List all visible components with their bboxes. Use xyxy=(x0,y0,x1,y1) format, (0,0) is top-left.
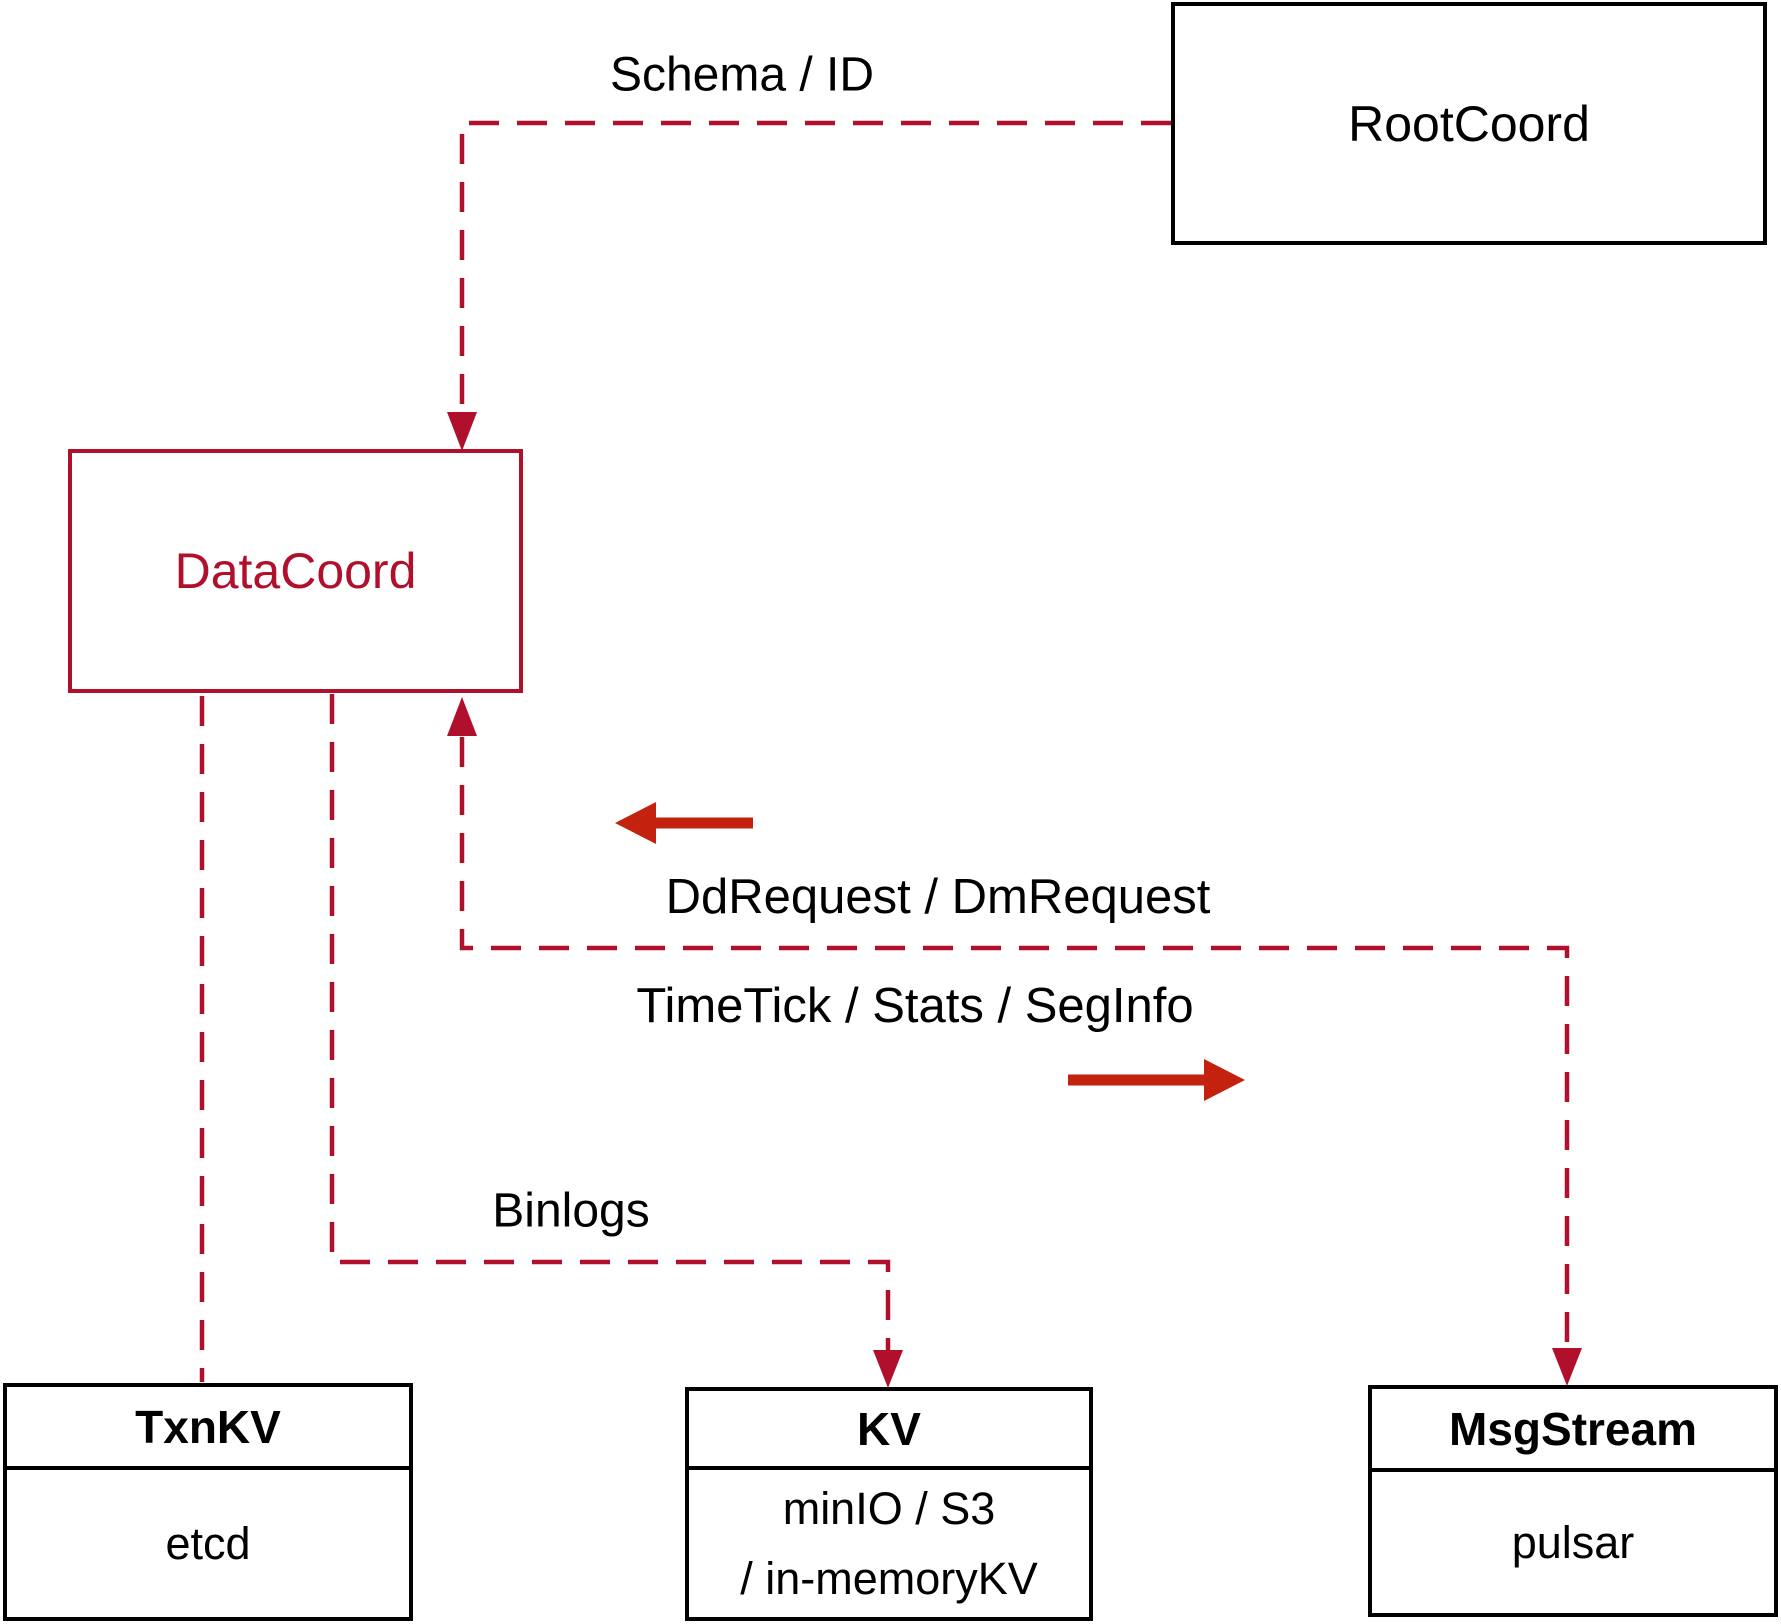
kv-title: KV xyxy=(689,1391,1089,1470)
node-kv: KV minIO / S3 / in-memoryKV xyxy=(685,1387,1093,1621)
binlogs-connector-line xyxy=(329,694,891,1374)
txnkv-title: TxnKV xyxy=(7,1387,409,1470)
flow-right-arrow-icon xyxy=(1068,1059,1245,1101)
kv-impl-line2: / in-memoryKV xyxy=(740,1552,1038,1604)
kv-impl-line1: minIO / S3 xyxy=(782,1482,996,1534)
edge-label-binlogs: Binlogs xyxy=(492,1184,650,1238)
edge-label-ddrequest-dmrequest: DdRequest / DmRequest xyxy=(665,870,1211,924)
txnkv-impl-label: etcd xyxy=(165,1517,251,1569)
msgstream-impl-label: pulsar xyxy=(1511,1516,1635,1568)
node-rootcoord: RootCoord xyxy=(1171,2,1767,245)
schema-id-connector-line xyxy=(459,120,1171,436)
rootcoord-label: RootCoord xyxy=(1348,95,1590,152)
node-txnkv: TxnKV etcd xyxy=(3,1383,413,1621)
edge-label-schema-id: Schema / ID xyxy=(609,48,875,102)
arrowhead-into-datacoord-top-icon xyxy=(447,412,477,451)
request-stream-connector-line xyxy=(459,737,1570,1372)
msgstream-title: MsgStream xyxy=(1372,1389,1774,1472)
node-msgstream: MsgStream pulsar xyxy=(1368,1385,1778,1617)
node-datacoord: DataCoord xyxy=(68,449,523,693)
datacoord-label: DataCoord xyxy=(174,543,417,599)
flow-left-arrow-icon xyxy=(615,802,753,844)
arrowhead-into-datacoord-bottom-icon xyxy=(447,697,477,736)
edge-label-timetick-stats-seginfo: TimeTick / Stats / SegInfo xyxy=(636,979,1194,1033)
arrowhead-into-msgstream-top-icon xyxy=(1552,1348,1582,1386)
arrowhead-into-kv-top-icon xyxy=(873,1350,903,1388)
